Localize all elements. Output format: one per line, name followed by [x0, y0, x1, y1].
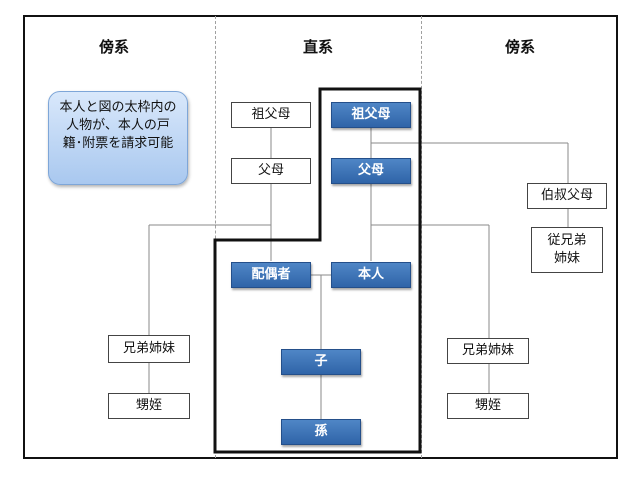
node-siblings-left: 兄弟姉妹: [108, 335, 190, 363]
node-cousins: 従兄弟姉妹: [531, 227, 603, 273]
node-grandchild: 孫: [281, 419, 361, 445]
node-uncle-aunt: 伯叔父母: [527, 183, 607, 209]
node-child: 子: [281, 349, 361, 375]
node-nephews-right: 甥姪: [447, 393, 529, 419]
column-title-left: 傍系: [98, 38, 129, 56]
column-title-center: 直系: [302, 38, 333, 56]
column-divider-left: [215, 16, 216, 458]
node-spouse: 配偶者: [231, 262, 311, 288]
node-grandparents-plain: 祖父母: [231, 102, 311, 128]
node-parents-plain: 父母: [231, 158, 311, 184]
eligibility-note: 本人と図の太枠内の人物が、本人の戸籍･附票を請求可能: [48, 91, 188, 185]
node-nephews-left: 甥姪: [108, 393, 190, 419]
node-siblings-right: 兄弟姉妹: [447, 338, 529, 364]
column-title-right: 傍系: [504, 38, 535, 56]
node-self: 本人: [331, 262, 411, 288]
eligibility-thick-border: [213, 87, 422, 454]
node-grandparents-blue: 祖父母: [331, 102, 411, 128]
node-parents-blue: 父母: [331, 158, 411, 184]
